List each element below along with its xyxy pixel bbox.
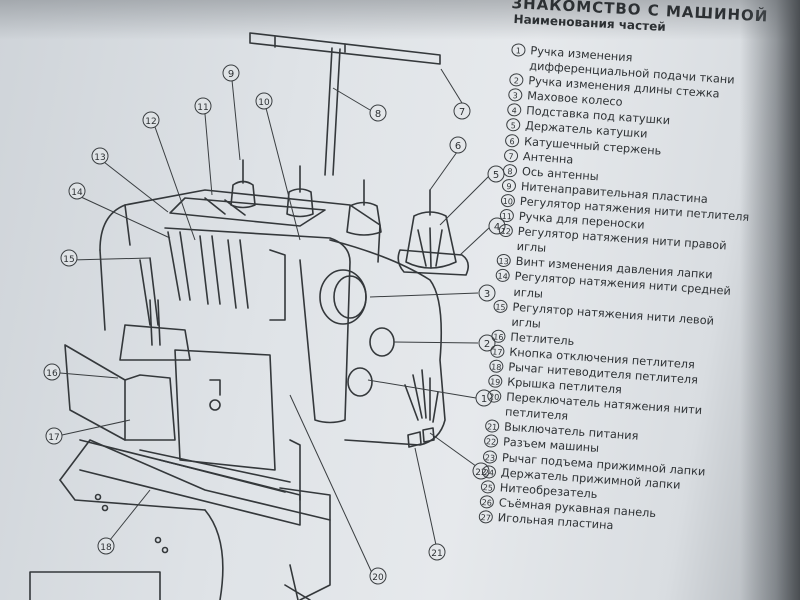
svg-text:2: 2 xyxy=(484,339,490,350)
callout-labels: 7 8 9 10 11 12 13 14 15 16 17 18 20 21 2… xyxy=(43,64,506,585)
legend-item-number: 18 xyxy=(488,359,504,374)
callout-11: 11 xyxy=(194,97,212,115)
legend-item-number: 10 xyxy=(500,193,516,208)
svg-text:15: 15 xyxy=(63,255,74,265)
svg-text:10: 10 xyxy=(258,98,270,108)
legend-item-number: 11 xyxy=(499,208,515,223)
svg-text:17: 17 xyxy=(48,433,59,443)
svg-text:14: 14 xyxy=(71,188,83,198)
svg-text:8: 8 xyxy=(375,109,381,120)
page-shadow xyxy=(0,0,800,40)
svg-text:9: 9 xyxy=(228,69,234,80)
legend-item-number: 20 xyxy=(486,389,502,404)
legend-item-number: 12 xyxy=(498,223,514,238)
legend-item-number: 25 xyxy=(480,479,496,494)
callout-6: 6 xyxy=(449,136,467,154)
callout-18: 18 xyxy=(97,537,115,555)
svg-text:18: 18 xyxy=(100,543,112,553)
legend-item-number: 5 xyxy=(505,118,521,133)
svg-text:21: 21 xyxy=(431,549,442,559)
legend-item-number: 3 xyxy=(507,88,523,103)
legend-item-number: 19 xyxy=(487,374,503,389)
svg-text:13: 13 xyxy=(94,153,105,163)
legend-item-number: 26 xyxy=(479,494,495,509)
callout-15: 15 xyxy=(60,249,78,267)
legend-item-number: 23 xyxy=(482,449,498,464)
legend-item-number: 6 xyxy=(504,133,520,148)
legend-item-number: 2 xyxy=(508,73,524,88)
callout-14: 14 xyxy=(68,182,86,200)
svg-text:22: 22 xyxy=(475,468,486,478)
svg-text:16: 16 xyxy=(46,369,58,379)
book-gutter-shadow xyxy=(740,0,800,600)
callout-12: 12 xyxy=(142,111,160,129)
callout-16: 16 xyxy=(43,363,61,381)
legend-item-number: 21 xyxy=(484,419,500,434)
legend-item-number: 8 xyxy=(502,163,518,178)
legend-item-number: 24 xyxy=(481,464,497,479)
legend-item-number: 16 xyxy=(491,329,506,344)
svg-text:4: 4 xyxy=(494,222,500,233)
callout-21: 21 xyxy=(428,543,446,561)
legend-item-number: 9 xyxy=(501,178,517,193)
svg-text:11: 11 xyxy=(197,103,208,113)
legend-item-number: 14 xyxy=(495,268,511,283)
callout-20: 20 xyxy=(369,567,387,585)
svg-text:5: 5 xyxy=(493,170,499,181)
legend-item-number: 27 xyxy=(478,509,494,524)
legend-item-number: 4 xyxy=(506,103,522,118)
legend-item-number: 15 xyxy=(493,298,508,313)
callout-17: 17 xyxy=(45,427,63,445)
callout-5: 5 xyxy=(487,165,505,183)
legend-item-number: 22 xyxy=(483,434,499,449)
legend-item-number: 17 xyxy=(489,344,505,359)
svg-text:3: 3 xyxy=(484,289,490,300)
svg-text:6: 6 xyxy=(455,141,461,152)
callout-3: 3 xyxy=(478,284,496,302)
svg-text:1: 1 xyxy=(481,394,487,405)
legend-item-number: 7 xyxy=(503,148,519,163)
callout-4: 4 xyxy=(488,217,506,235)
legend-item-number: 1 xyxy=(511,42,526,57)
callout-7: 7 xyxy=(453,102,471,120)
callout-13: 13 xyxy=(91,147,109,165)
callout-22: 22 xyxy=(472,462,490,480)
callout-1: 1 xyxy=(475,389,493,407)
callout-9: 9 xyxy=(222,64,240,82)
legend-item-number: 13 xyxy=(496,253,512,268)
svg-text:12: 12 xyxy=(145,117,156,127)
callout-10: 10 xyxy=(255,92,273,110)
callout-8: 8 xyxy=(369,104,387,122)
callout-2: 2 xyxy=(478,334,496,352)
svg-text:20: 20 xyxy=(372,573,384,583)
svg-text:7: 7 xyxy=(459,107,465,118)
